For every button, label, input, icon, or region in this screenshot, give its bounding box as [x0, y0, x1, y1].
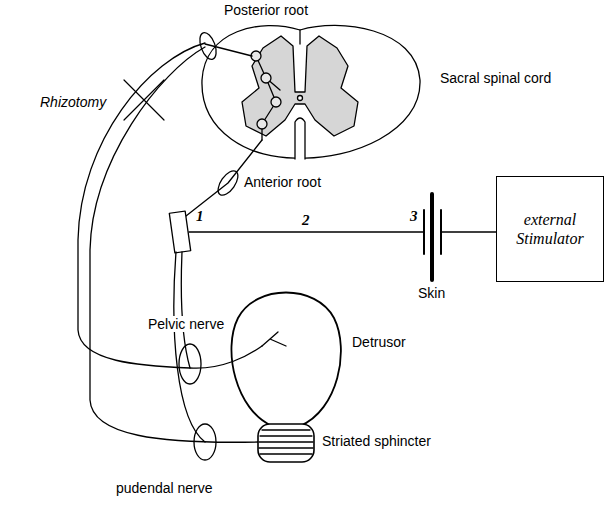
spinal-cord-outline — [202, 25, 420, 158]
callout-number: 2 — [300, 212, 312, 228]
pelvic-nerve-ring — [179, 344, 201, 384]
pudendal-nerve-ring — [194, 424, 216, 460]
ventral-fissure — [295, 118, 305, 159]
dorsal-fissure — [299, 30, 300, 44]
part-label: pudendal nerve — [114, 480, 215, 496]
afferent-fiber — [90, 47, 258, 442]
striated-sphincter — [258, 424, 314, 462]
central-canal — [298, 96, 303, 101]
part-label: Striated sphincter — [320, 433, 433, 449]
part-label: Skin — [416, 285, 447, 301]
lead-wire — [189, 231, 424, 232]
box-text: external Stimulator — [503, 210, 597, 248]
posterior-root-ring — [197, 30, 220, 61]
efferent-fiber — [174, 252, 205, 442]
stimulator-box: external Stimulator — [496, 176, 604, 282]
callout-number: 1 — [194, 208, 206, 224]
procedure-label: Rhizotomy — [38, 94, 108, 110]
sphincter-windings — [259, 430, 313, 454]
part-label: Pelvic nerve — [146, 316, 226, 332]
part-label: Detrusor — [350, 334, 408, 350]
callout-number: 3 — [408, 208, 420, 224]
skin-line — [430, 194, 434, 280]
nerve-branch — [262, 332, 286, 346]
neuron — [261, 73, 271, 83]
rhizotomy-cut — [124, 80, 164, 120]
posterior-root-nerve — [205, 44, 252, 56]
transmitter-plate — [440, 210, 442, 254]
part-label: Anterior root — [242, 174, 323, 190]
part-label: Posterior root — [222, 2, 310, 18]
neuron — [271, 97, 281, 107]
anterior-root-ring — [214, 168, 242, 199]
part-label: Sacral spinal cord — [438, 70, 553, 86]
bladder-detrusor — [231, 293, 340, 427]
implant-electrode — [169, 211, 190, 253]
efferent-fiber — [181, 252, 190, 368]
receiver-plate — [423, 210, 425, 254]
neuron — [257, 119, 267, 129]
afferent-fiber — [78, 43, 262, 368]
lead-wire — [441, 231, 496, 232]
